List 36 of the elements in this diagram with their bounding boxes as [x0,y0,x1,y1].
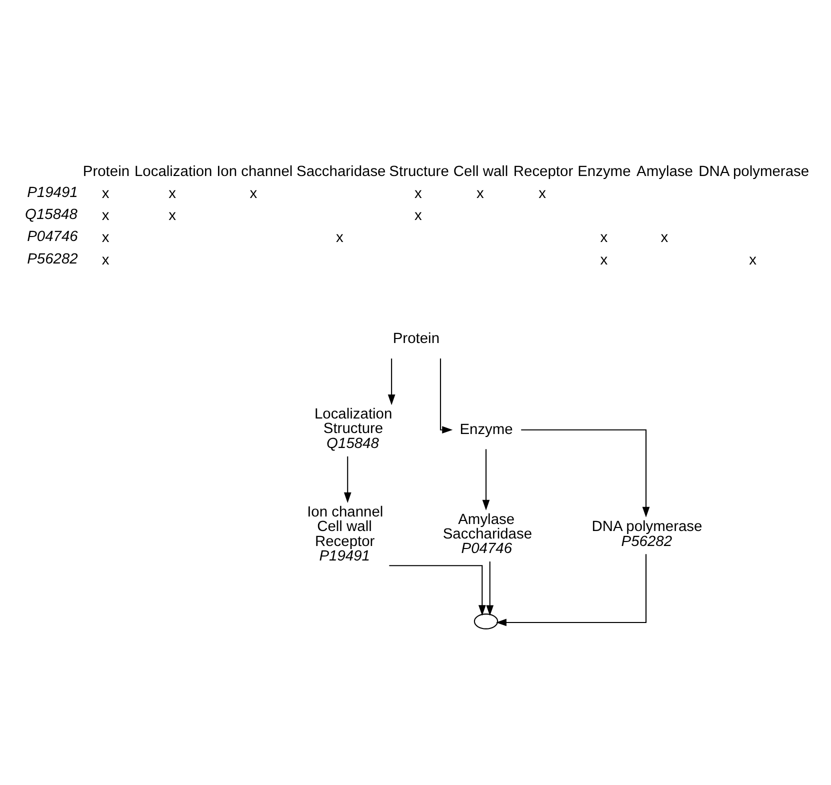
label: DNA polymerase [698,164,810,180]
label: x [414,186,422,202]
label: x [102,208,110,224]
node-text: Enzyme [460,422,513,438]
label: x [600,230,608,246]
label: x [102,230,110,246]
node-text: Localization Structure Q15848 [314,406,392,452]
label: Saccharidase [296,164,386,180]
label: x [414,208,422,224]
label: x [600,252,608,268]
label: P56282 [27,251,78,268]
label: x [538,186,546,202]
label: x [168,186,176,202]
label: x [102,252,110,268]
label: Ion channel [216,164,293,180]
node-text: Protein [392,331,440,348]
node-text: Ion channel Cell wall Receptor P19491 [307,504,384,565]
label: x [749,252,757,268]
label: Localization [134,164,212,180]
label: P19491 [27,184,78,201]
label: x [336,230,344,246]
label: x [250,186,258,202]
label: x [660,230,668,246]
label: Receptor [513,164,574,180]
label: x [102,186,110,202]
label: Structure [389,164,449,180]
label: Protein [82,164,130,180]
label: Cell wall [453,164,508,180]
node-text: DNA polymerase P56282 [592,519,702,550]
label: Amylase [636,164,693,180]
label: Q15848 [25,207,78,224]
label: P04746 [27,229,78,246]
label: x [476,186,484,202]
node-text: Amylase Saccharidase P04746 [442,512,532,558]
label: x [168,208,176,224]
label: Enzyme [578,164,631,180]
